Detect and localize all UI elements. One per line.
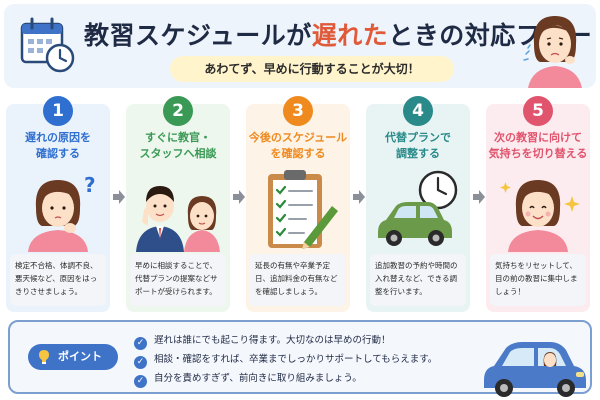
step-4: 4 代替プランで 調整する 追加教習の予約や時間の入れ替えなど、できる調整を行い…	[366, 96, 470, 312]
point-item-2: ✓相談・確認をすれば、卒業までしっかりサポートしてもらえます。	[134, 351, 437, 369]
step-number: 2	[163, 96, 193, 126]
svg-text:?: ?	[84, 173, 96, 197]
step-number: 1	[43, 96, 73, 126]
step-description: 追加教習の予約や時間の入れ替えなど、できる調整を行います。	[370, 254, 466, 306]
step-title: すぐに教官・ スタッフへ相談	[139, 131, 217, 160]
step-1: 1 遅れの原因を 確認する ? 検定不合格、体調不良、悪天候など、原因をはっきり…	[6, 96, 110, 312]
point-item-1: ✓遅れは誰にでも起こり得ます。大切なのは早めの行動！	[134, 332, 391, 350]
car-and-clock-icon	[378, 170, 458, 246]
step-3: 3 今後のスケジュール を確認する 延長の有無や卒業予定日、追加料金の有無などを…	[246, 96, 350, 312]
step-number: 3	[283, 96, 313, 126]
instructor-and-student-icon	[136, 186, 220, 252]
arrow-right-icon	[473, 190, 485, 204]
check-circle-icon: ✓	[134, 356, 147, 369]
step-description: 延長の有無や卒業予定日、追加料金の有無などを確認しましょう。	[250, 254, 346, 306]
arrow-right-icon	[233, 190, 245, 204]
title-highlight: 遅れた	[311, 21, 389, 50]
step-number: 5	[523, 96, 553, 126]
lightbulb-icon	[39, 350, 49, 364]
calendar-clock-icon	[20, 17, 75, 73]
header: 教習スケジュールが遅れたときの対応フロー あわてず、早めに行動することが大切！	[4, 4, 596, 88]
step-5: 5 次の教習に向けて 気持ちを切り替える 気持ちをリセットして、目の前の教習に集…	[486, 96, 590, 312]
point-box: ポイント ✓遅れは誰にでも起こり得ます。大切なのは早めの行動！ ✓相談・確認をす…	[8, 320, 592, 394]
step-title: 次の教習に向けて 気持ちを切り替える	[488, 131, 588, 160]
check-circle-icon: ✓	[134, 375, 147, 388]
worried-woman-icon	[523, 16, 582, 88]
point-label: ポイント	[28, 344, 118, 370]
clipboard-checklist-icon	[268, 170, 338, 249]
smiling-woman-icon	[500, 180, 580, 252]
subtitle-pill: あわてず、早めに行動することが大切！	[170, 56, 454, 82]
arrow-right-icon	[113, 190, 125, 204]
step-title: 遅れの原因を 確認する	[25, 131, 91, 160]
step-title: 今後のスケジュール を確認する	[248, 131, 348, 160]
step-number: 4	[403, 96, 433, 126]
step-description: 早めに相談することで、代替プランの提案などサポートが受けられます。	[130, 254, 226, 306]
page-title: 教習スケジュールが遅れたときの対応フロー	[84, 21, 593, 50]
step-title: 代替プランで 調整する	[385, 131, 451, 160]
woman-driving-car-icon	[484, 342, 586, 397]
thinking-woman-icon: ?	[28, 173, 96, 252]
step-description: 気持ちをリセットして、目の前の教習に集中しましょう！	[490, 254, 586, 306]
check-circle-icon: ✓	[134, 337, 147, 350]
step-2: 2 すぐに教官・ スタッフへ相談 早めに相談することで、代替プランの提案などサポ…	[126, 96, 230, 312]
point-item-3: ✓自分を責めすぎず、前向きに取り組みましょう。	[134, 370, 362, 388]
step-description: 検定不合格、体調不良、悪天候など、原因をはっきりさせましょう。	[10, 254, 106, 306]
arrow-right-icon	[353, 190, 365, 204]
